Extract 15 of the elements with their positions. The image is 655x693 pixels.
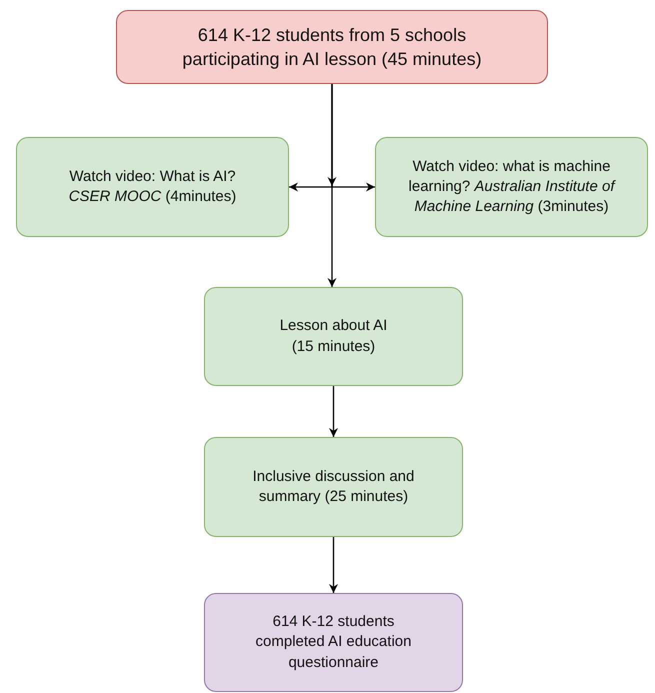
box-text: Watch video: what is machine learning? Australian Institute of Machine Learning (3minutes): [408, 156, 617, 218]
process-box: [204, 287, 463, 386]
box-text: Inclusive discussion and summary (25 minutes): [252, 466, 416, 507]
box-text: Watch video: What is AI? CSER MOOC (4minutes): [68, 166, 238, 207]
process-box: [204, 593, 463, 692]
process-box: [116, 10, 548, 84]
process-box: [375, 137, 648, 237]
process-box: [204, 437, 463, 537]
box-text: 614 K-12 students from 5 schools participating in AI lesson (45 minutes): [181, 24, 483, 71]
box-text: 614 K-12 students completed AI education questionnaire: [254, 612, 412, 673]
box-text: Lesson about AI (15 minutes): [278, 316, 388, 356]
arrow: [329, 537, 338, 593]
arrow: [328, 84, 336, 287]
arrow: [329, 386, 338, 437]
process-box: [16, 137, 289, 237]
